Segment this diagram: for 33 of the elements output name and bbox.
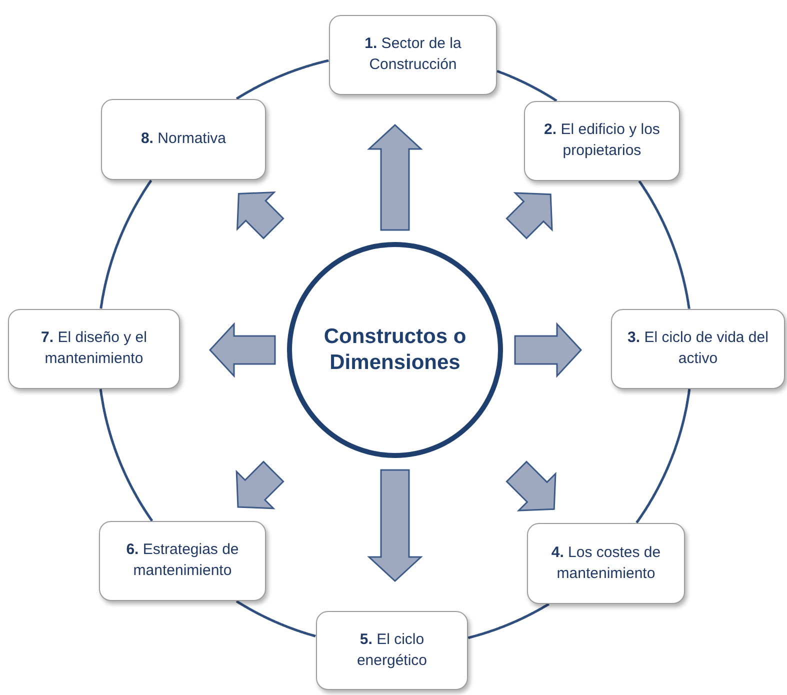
box-label: 8. Normativa <box>140 129 226 150</box>
box-label: 3. El ciclo de vida del activo <box>626 328 770 369</box>
rounded-box <box>101 99 266 180</box>
box-label: 2. El edificio y los propietarios <box>543 120 661 161</box>
ring-connector <box>467 602 550 640</box>
block-arrow <box>236 460 284 510</box>
block-arrow <box>506 460 556 512</box>
ring-connector <box>636 388 691 524</box>
rounded-box <box>329 15 497 95</box>
rounded-box <box>316 611 468 690</box>
block-arrow <box>514 322 582 378</box>
box-label: 1. Sector de la Construcción <box>364 34 462 75</box>
box-label: 7. El diseño y el mantenimiento <box>40 328 148 369</box>
block-arrow <box>506 192 553 240</box>
ring-connector <box>236 600 316 638</box>
ring-connector <box>99 388 154 522</box>
ring-connector <box>638 180 690 310</box>
block-arrow <box>236 191 284 240</box>
block-arrow <box>367 124 423 231</box>
block-arrow <box>208 322 276 378</box>
block-arrow <box>367 469 423 582</box>
rounded-box <box>524 101 680 181</box>
rounded-box <box>611 309 785 389</box>
rounded-box <box>527 523 685 604</box>
rounded-box <box>8 309 180 389</box>
box-label: 6. Estrategias de mantenimiento <box>125 540 240 581</box>
rounded-box <box>99 521 266 601</box>
center-title: Constructos o Dimensiones <box>322 324 468 376</box>
ring-connector <box>100 180 152 310</box>
box-label: 5. El ciclo energético <box>356 630 428 670</box>
ring-connector <box>496 70 558 102</box>
ring-connector <box>236 59 330 100</box>
box-label: 4. Los costes de mantenimiento <box>550 542 662 584</box>
